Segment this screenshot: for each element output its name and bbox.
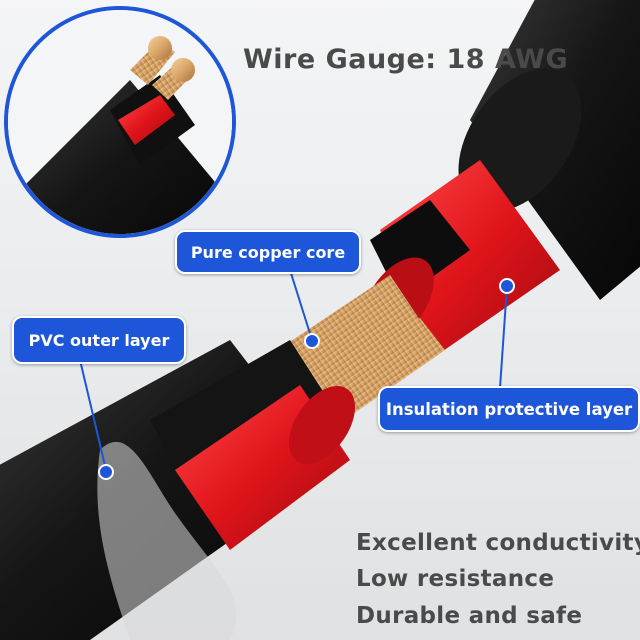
feature-low-resistance: Low resistance [356,566,555,592]
copper-core-label: Pure copper core [175,230,361,274]
insulation-callout-dot [499,278,515,294]
copper-callout-dot [304,333,320,349]
lower-cable [0,340,356,640]
wire-gauge-title: Wire Gauge: 18 AWG [243,44,569,75]
feature-durable: Durable and safe [356,603,583,629]
pvc-callout-dot [98,464,114,480]
insulation-layer-label: Insulation protective layer [378,386,640,432]
feature-conductivity: Excellent conductivity [356,530,640,556]
pvc-outer-layer-label: PVC outer layer [12,316,186,364]
inset-cross-section [4,6,236,238]
leader-lines [79,269,508,471]
